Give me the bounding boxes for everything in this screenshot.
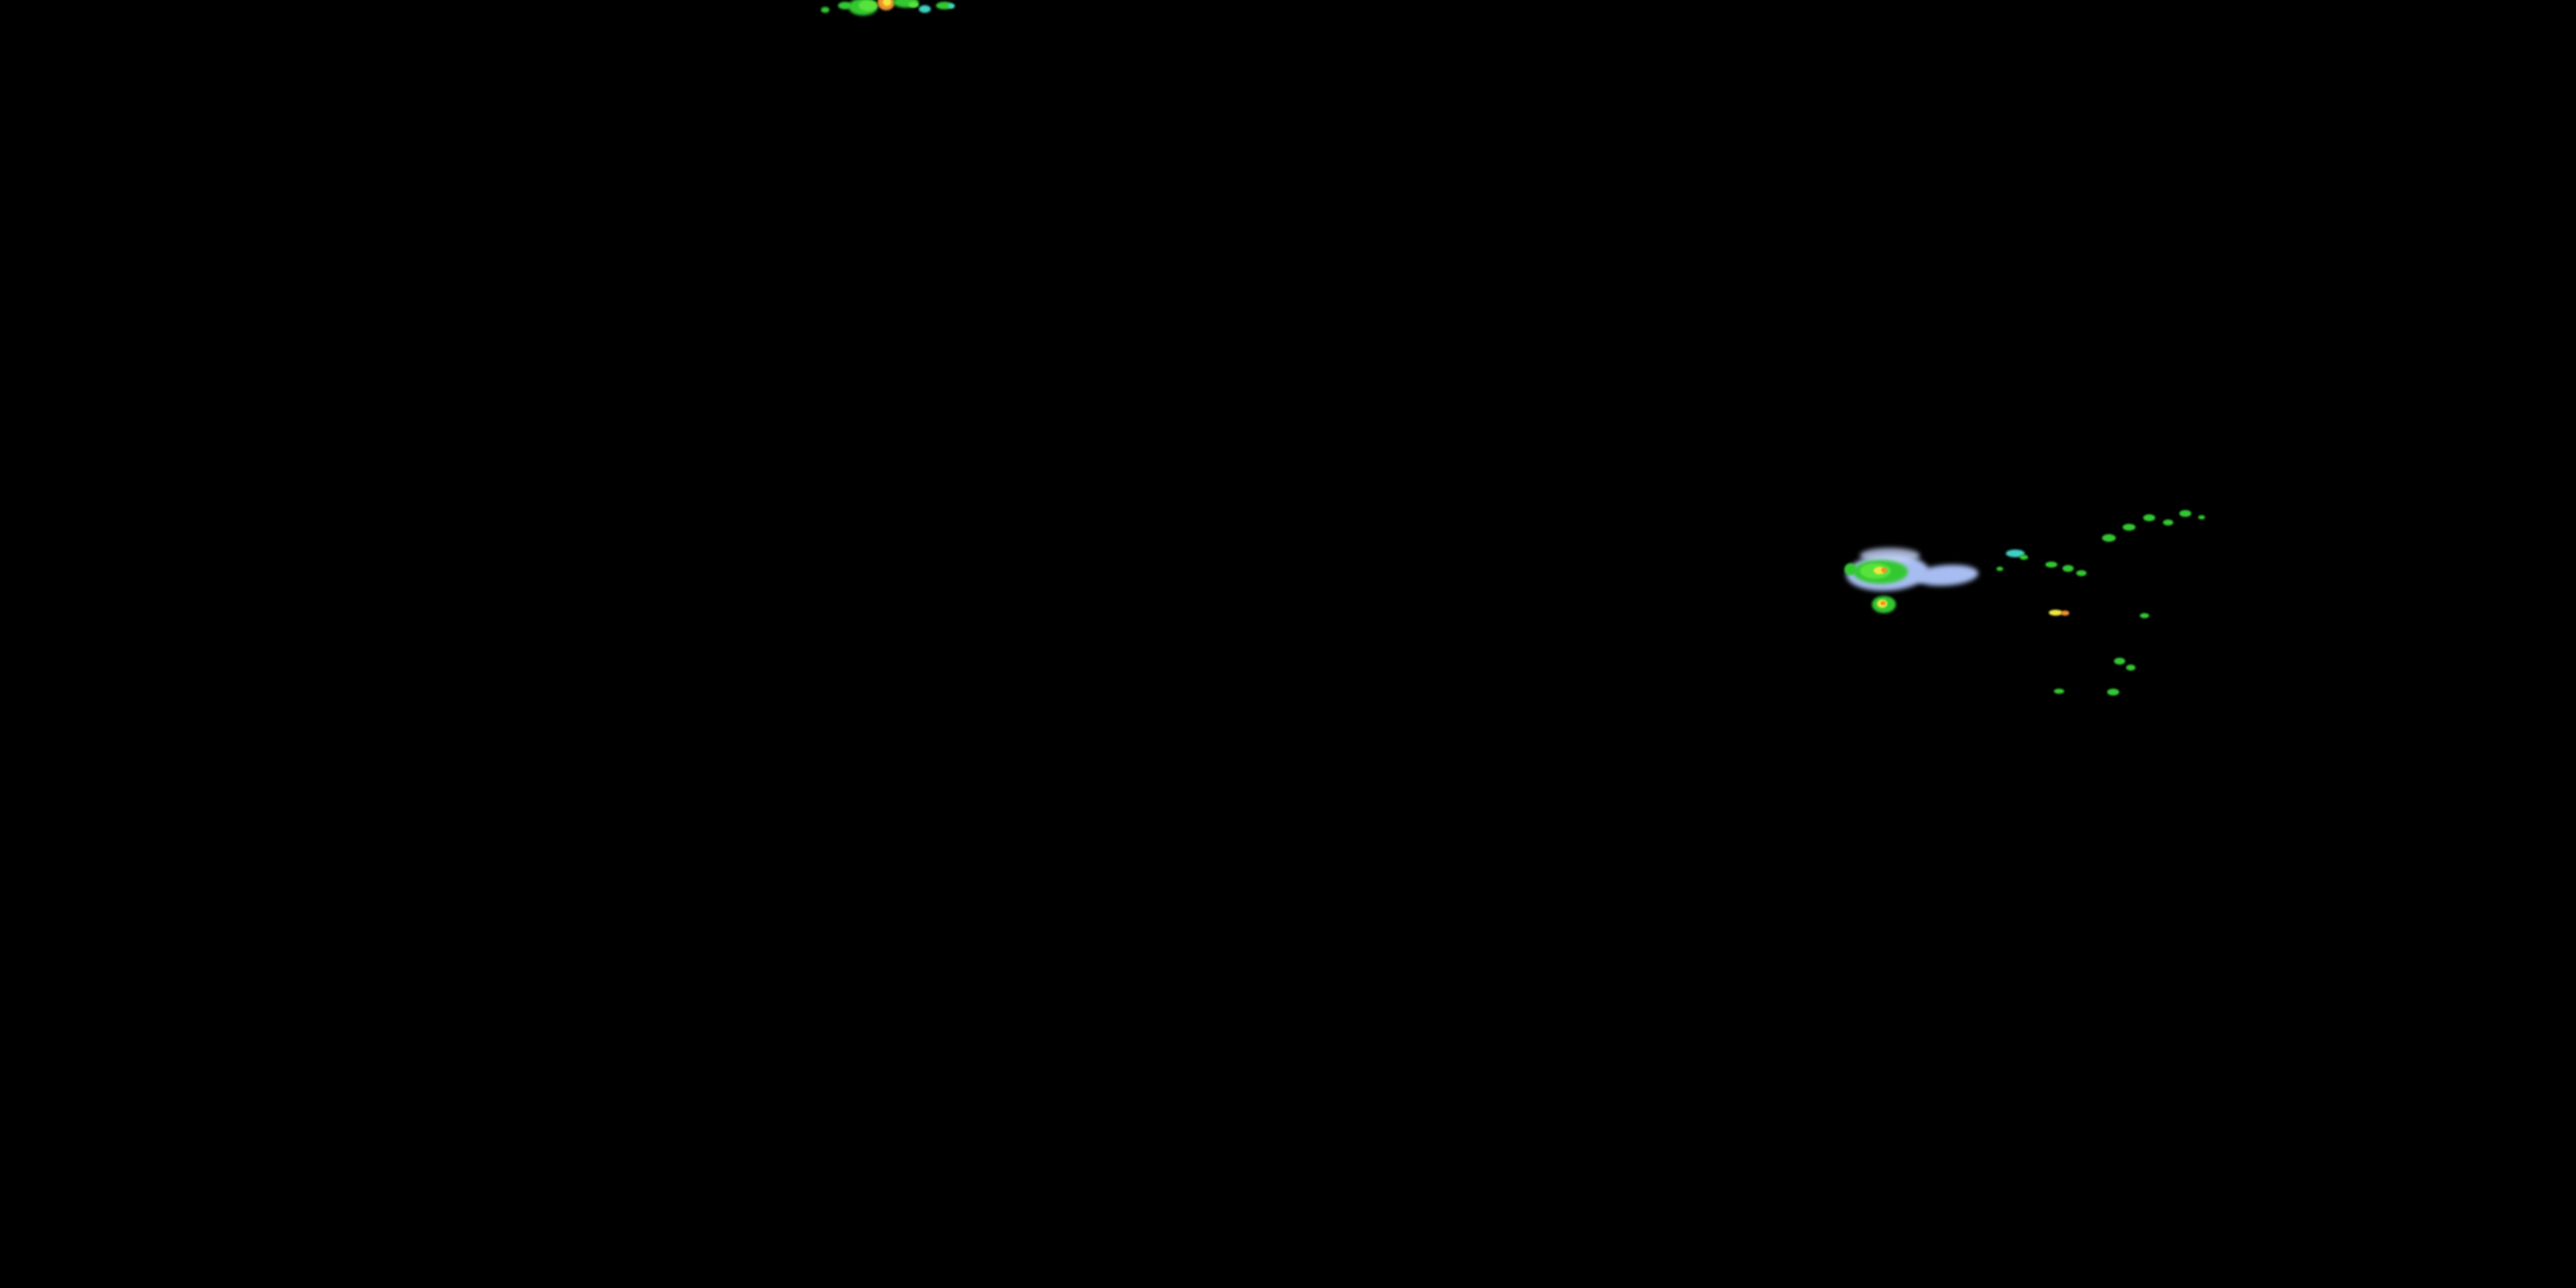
radar-echo-ne-arc-speck-d	[2163, 519, 2173, 526]
radar-echo-streak-orange-dot	[1881, 568, 1887, 573]
radar-echo-south-speck-a	[2140, 613, 2149, 618]
radar-echo-ne-arc-speck-a	[2102, 534, 2116, 542]
radar-echo-south-speck-b	[2114, 658, 2125, 665]
radar-echo-top-green-bright-b	[908, 2, 919, 8]
radar-echo-east-green-a	[2020, 555, 2028, 560]
radar-echo-top-orange-core	[878, 0, 895, 10]
radar-echo-streak-pale-fringe	[1860, 548, 1920, 563]
radar-echo-east-green-c	[2063, 565, 2074, 572]
radar-echo-top-green-bright	[859, 0, 878, 11]
radar-echo-top-green-a	[838, 2, 852, 9]
radar-echo-streak-west-tip	[1844, 563, 1856, 575]
radar-echo-streak-blue-tail	[1914, 562, 1979, 588]
radar-echo-south-speck-e	[2107, 689, 2119, 696]
radar-echo-ne-arc-speck-f	[2198, 515, 2205, 519]
radar-echo-south-speck-c	[2126, 665, 2136, 671]
radar-echo-below-streak-green	[1872, 596, 1896, 613]
radar-echo-east-speck-tiny	[1996, 567, 2003, 571]
radar-echo-east-yellow-dash	[2049, 610, 2063, 616]
radar-echo-top-cyan-a	[919, 5, 931, 13]
radar-echo-top-cyan-b	[948, 3, 955, 9]
radar-echo-ne-arc-speck-c	[2143, 514, 2155, 521]
radar-echo-below-streak-orange	[1880, 601, 1886, 605]
radar-echo-streak-green-core	[1853, 560, 1908, 584]
radar-echo-top-green-b	[893, 0, 919, 8]
radar-echo-streak-yellow-spot	[1874, 567, 1885, 574]
radar-echo-top-green-main	[848, 0, 878, 15]
radar-echo-east-orange-dash	[2061, 611, 2069, 616]
radar-echo-below-streak-yellow	[1877, 599, 1887, 608]
radar-echo-top-yellow-spot	[883, 0, 891, 6]
radar-echo-east-green-d	[2076, 570, 2087, 576]
radar-echo-top-green-c	[936, 2, 953, 9]
radar-echo-top-dot-west	[821, 7, 829, 13]
radar-echo-ne-arc-speck-b	[2123, 524, 2136, 531]
radar-echo-ne-arc-speck-e	[2179, 510, 2191, 517]
radar-echo-streak-blue-base	[1844, 552, 1930, 593]
radar-echo-east-cyan-dash	[2006, 550, 2025, 557]
radar-echo-streak-green-bright	[1860, 563, 1891, 579]
radar-echo-east-green-b	[2045, 562, 2057, 568]
radar-echo-south-speck-d	[2054, 689, 2064, 694]
